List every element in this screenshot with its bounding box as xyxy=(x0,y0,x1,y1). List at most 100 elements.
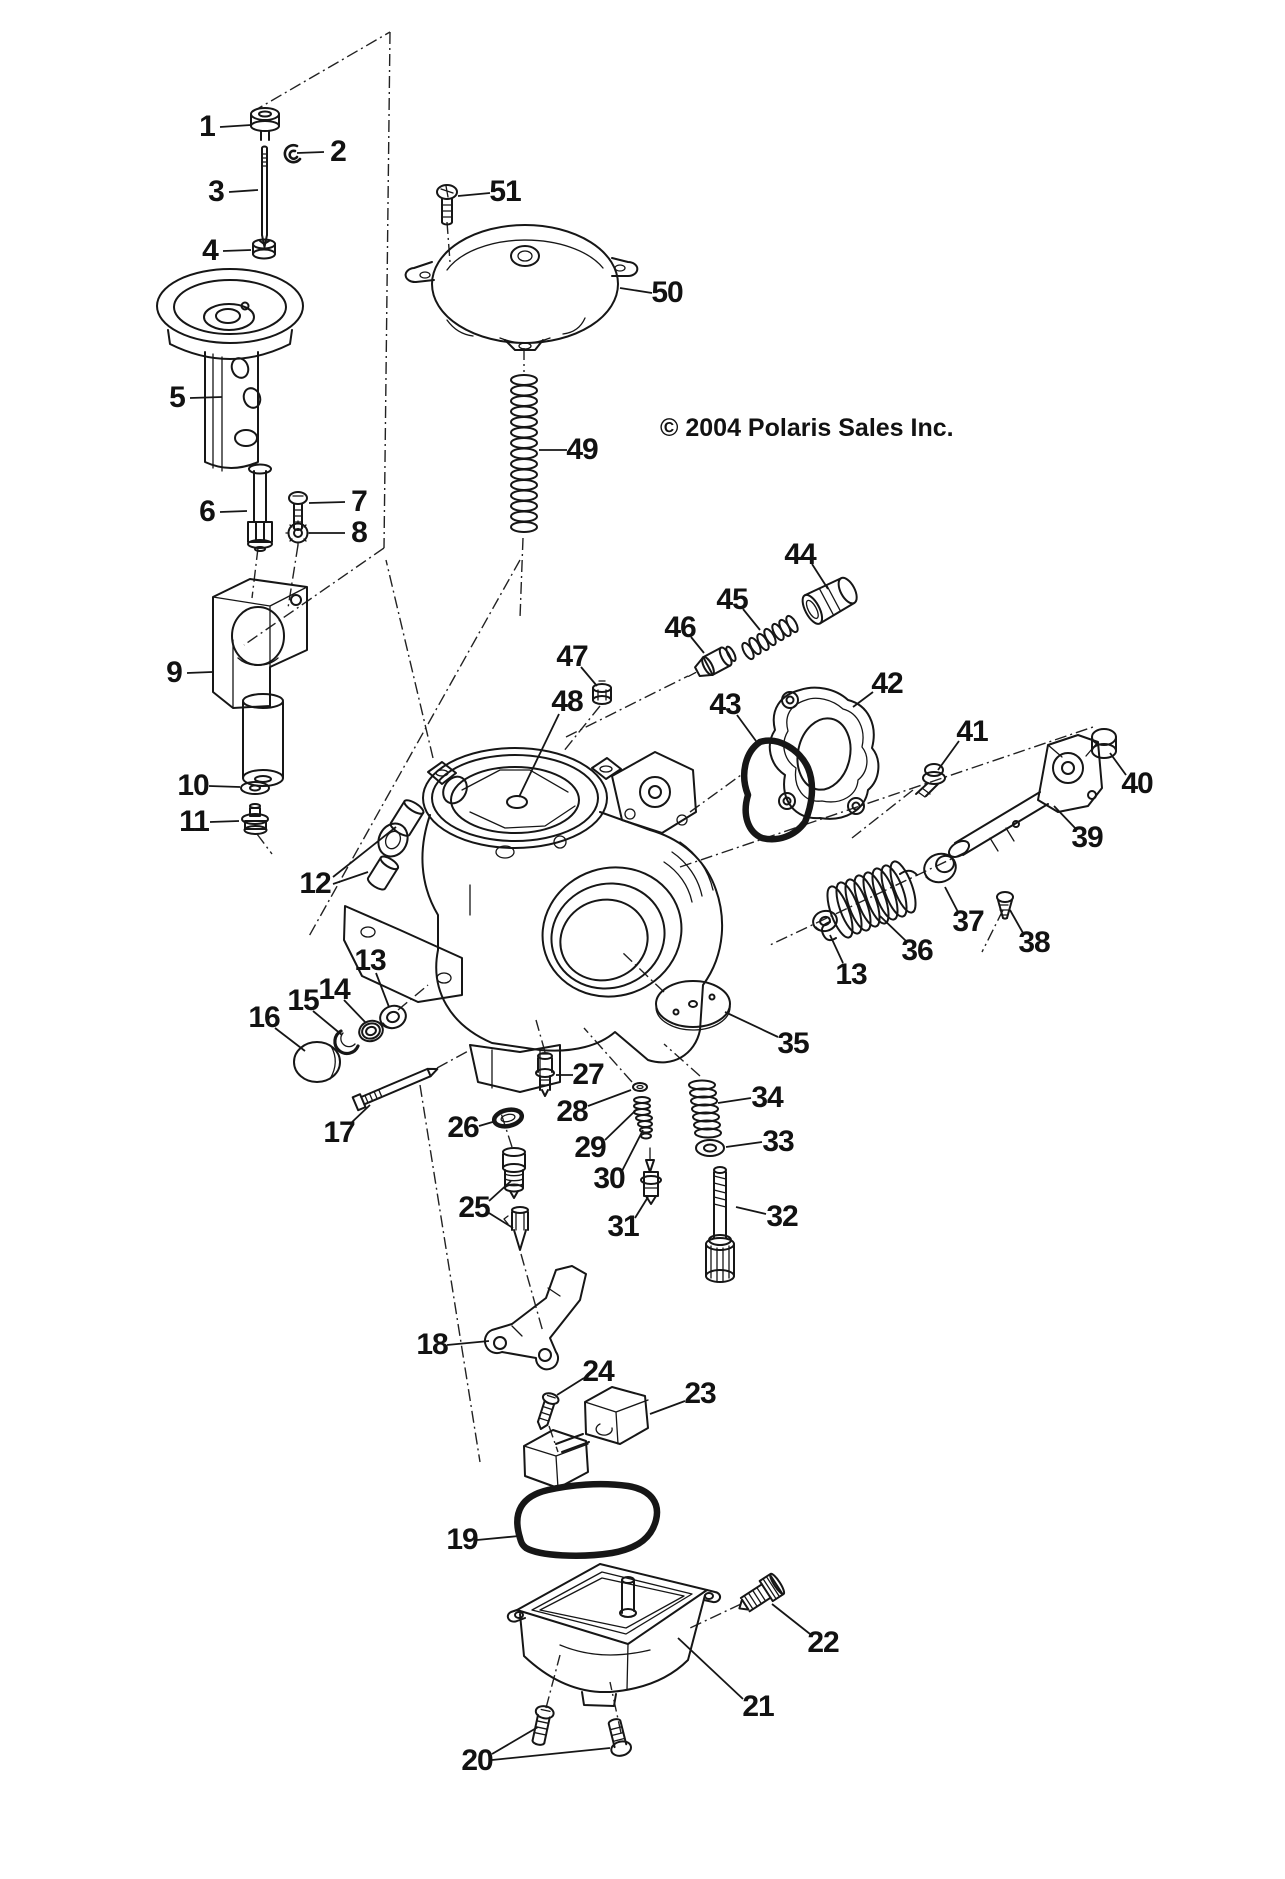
callout-13: 13 xyxy=(835,958,867,991)
part-4-spacer xyxy=(252,238,276,260)
callout-50: 50 xyxy=(651,276,683,309)
callout-37: 37 xyxy=(952,905,984,938)
leader-lines xyxy=(186,124,1127,1761)
leader-line-38 xyxy=(1009,909,1024,934)
callout-35: 35 xyxy=(777,1027,809,1060)
callout-46: 46 xyxy=(664,611,696,644)
callout-7: 7 xyxy=(351,485,368,518)
leader-line-2 xyxy=(296,151,325,154)
part-37-bushing xyxy=(923,852,957,884)
callout-49: 49 xyxy=(566,433,598,466)
part-25-main-jet xyxy=(502,1147,529,1251)
callout-47: 47 xyxy=(556,640,588,673)
leader-line-4 xyxy=(222,249,252,252)
part-30-spring xyxy=(635,1114,653,1140)
callout-4: 4 xyxy=(202,234,219,267)
leader-line-43 xyxy=(736,714,757,742)
callout-12: 12 xyxy=(299,867,331,900)
part-1-needle-cap xyxy=(250,107,280,141)
part-29-spring-seat xyxy=(633,1096,651,1116)
leader-line-21 xyxy=(677,1637,744,1700)
callout-38: 38 xyxy=(1018,926,1050,959)
callout-33: 33 xyxy=(762,1125,794,1158)
leader-line-14 xyxy=(343,999,367,1024)
callout-39: 39 xyxy=(1071,821,1103,854)
callout-25: 25 xyxy=(458,1191,490,1224)
part-50-diaphragm-cover xyxy=(404,224,639,351)
leader-line-48 xyxy=(518,713,560,798)
callout-22: 22 xyxy=(807,1626,839,1659)
leader-line-50 xyxy=(619,287,653,294)
callout-41: 41 xyxy=(956,715,988,748)
leader-line-26 xyxy=(478,1120,497,1127)
callout-20: 20 xyxy=(461,1744,493,1777)
leader-line-13 xyxy=(829,934,844,964)
part-33-washer xyxy=(695,1139,725,1157)
callout-14: 14 xyxy=(318,973,350,1006)
callout-32: 32 xyxy=(766,1200,798,1233)
callout-23: 23 xyxy=(684,1377,716,1410)
callout-28: 28 xyxy=(556,1095,588,1128)
part-32-air-screw xyxy=(705,1166,735,1283)
callout-6: 6 xyxy=(199,495,216,528)
part-27-pilot-jet xyxy=(535,1052,555,1097)
leader-line-46 xyxy=(690,636,705,654)
leader-line-25 xyxy=(488,1180,512,1202)
callout-9: 9 xyxy=(166,656,183,689)
leader-line-36 xyxy=(879,915,907,942)
leader-line-29 xyxy=(604,1109,637,1141)
part-22-drain-screw xyxy=(738,1572,786,1613)
leader-line-20 xyxy=(491,1747,611,1761)
construction-lines xyxy=(243,31,1094,1734)
copyright-text: © 2004 Polaris Sales Inc. xyxy=(660,414,954,442)
leader-line-24 xyxy=(556,1377,585,1396)
leader-line-42 xyxy=(852,691,874,708)
part-43-gasket xyxy=(741,737,816,843)
part-44-fitting xyxy=(801,576,858,625)
part-38-screw xyxy=(996,891,1014,920)
part-8-star-washer xyxy=(285,520,311,546)
callout-36: 36 xyxy=(901,934,933,967)
part-49-spring xyxy=(510,374,538,533)
leader-line-40 xyxy=(1109,752,1127,776)
part-28-ring xyxy=(632,1082,648,1092)
leader-line-34 xyxy=(717,1097,752,1104)
leader-line-15 xyxy=(312,1010,343,1036)
part-48-carburetor-body xyxy=(343,747,724,1093)
callout-2: 2 xyxy=(330,135,347,168)
leader-line-35 xyxy=(724,1011,779,1038)
leader-line-11 xyxy=(209,820,240,823)
part-9-bracket xyxy=(212,578,308,787)
part-42-cover-plate xyxy=(768,686,880,820)
part-21-float-bowl xyxy=(506,1563,722,1707)
part-24-float-screw xyxy=(536,1392,560,1431)
leader-line-3 xyxy=(228,189,259,193)
callout-10: 10 xyxy=(177,769,209,802)
part-15-e-clip xyxy=(333,1029,360,1056)
callout-43: 43 xyxy=(709,688,741,721)
callout-34: 34 xyxy=(751,1081,783,1114)
leader-line-45 xyxy=(742,608,761,631)
part-2-clip xyxy=(283,143,302,164)
callout-42: 42 xyxy=(871,667,903,700)
leader-line-44 xyxy=(811,563,829,590)
leader-line-22 xyxy=(771,1603,811,1635)
callout-18: 18 xyxy=(416,1328,448,1361)
callout-19: 19 xyxy=(446,1523,478,1556)
part-47-nut xyxy=(592,680,612,705)
leader-line-37 xyxy=(944,886,959,913)
part-10-washer xyxy=(240,781,270,795)
leader-line-13 xyxy=(375,972,390,1008)
part-17-long-screw xyxy=(351,1067,439,1112)
part-16-cap xyxy=(293,1041,341,1083)
callout-40: 40 xyxy=(1121,767,1153,800)
leader-line-7 xyxy=(308,501,346,504)
callout-45: 45 xyxy=(716,583,748,616)
callout-11: 11 xyxy=(179,805,210,838)
callout-15: 15 xyxy=(287,984,319,1017)
part-34-spring xyxy=(688,1079,722,1139)
callout-27: 27 xyxy=(572,1058,604,1091)
leader-line-31 xyxy=(634,1196,649,1219)
